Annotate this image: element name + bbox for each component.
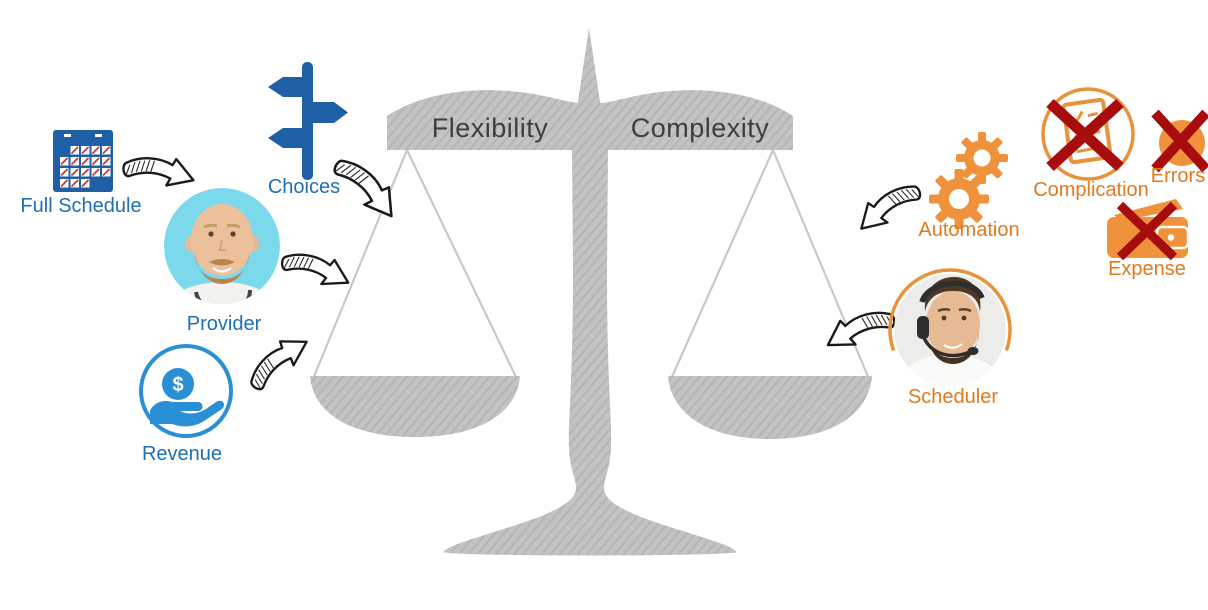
label-full-schedule: Full Schedule bbox=[20, 195, 142, 217]
scale-base bbox=[443, 548, 737, 556]
beam-label-flexibility: Flexibility bbox=[431, 113, 549, 143]
arrow-automation-to-pan-icon bbox=[850, 176, 927, 237]
calendar-icon bbox=[53, 130, 113, 192]
scale-column bbox=[444, 150, 736, 552]
balance-scale bbox=[310, 28, 872, 556]
label-choices: Choices bbox=[267, 176, 341, 198]
right-pan bbox=[668, 376, 872, 439]
arrow-revenue-to-pan-icon bbox=[242, 327, 314, 397]
arrow-provider-to-pan-icon bbox=[278, 246, 354, 292]
label-automation: Automation bbox=[918, 219, 1020, 241]
label-expense: Expense bbox=[1108, 258, 1186, 280]
arrow-schedule-to-provider-icon bbox=[120, 152, 197, 190]
label-errors: Errors bbox=[1150, 165, 1206, 187]
signpost-icon bbox=[268, 62, 348, 180]
label-revenue: Revenue bbox=[141, 443, 223, 465]
crossed-circle-icon bbox=[1151, 109, 1208, 173]
label-scheduler: Scheduler bbox=[907, 386, 999, 408]
gears-icon bbox=[929, 132, 1008, 229]
beam-label-complexity: Complexity bbox=[630, 113, 770, 143]
crossed-wallet-icon bbox=[1107, 199, 1190, 261]
scheduler-photo bbox=[888, 268, 1012, 386]
svg-text:$: $ bbox=[172, 374, 183, 396]
left-pan bbox=[310, 376, 520, 437]
crossed-checklist-icon bbox=[1041, 87, 1135, 181]
scale-beam bbox=[387, 90, 793, 150]
label-complication: Complication bbox=[1033, 179, 1149, 201]
scale-needle bbox=[577, 28, 601, 108]
arrow-scheduler-to-pan-icon bbox=[820, 303, 900, 354]
hand-coin-icon: $ bbox=[139, 344, 233, 438]
label-provider: Provider bbox=[186, 313, 262, 335]
